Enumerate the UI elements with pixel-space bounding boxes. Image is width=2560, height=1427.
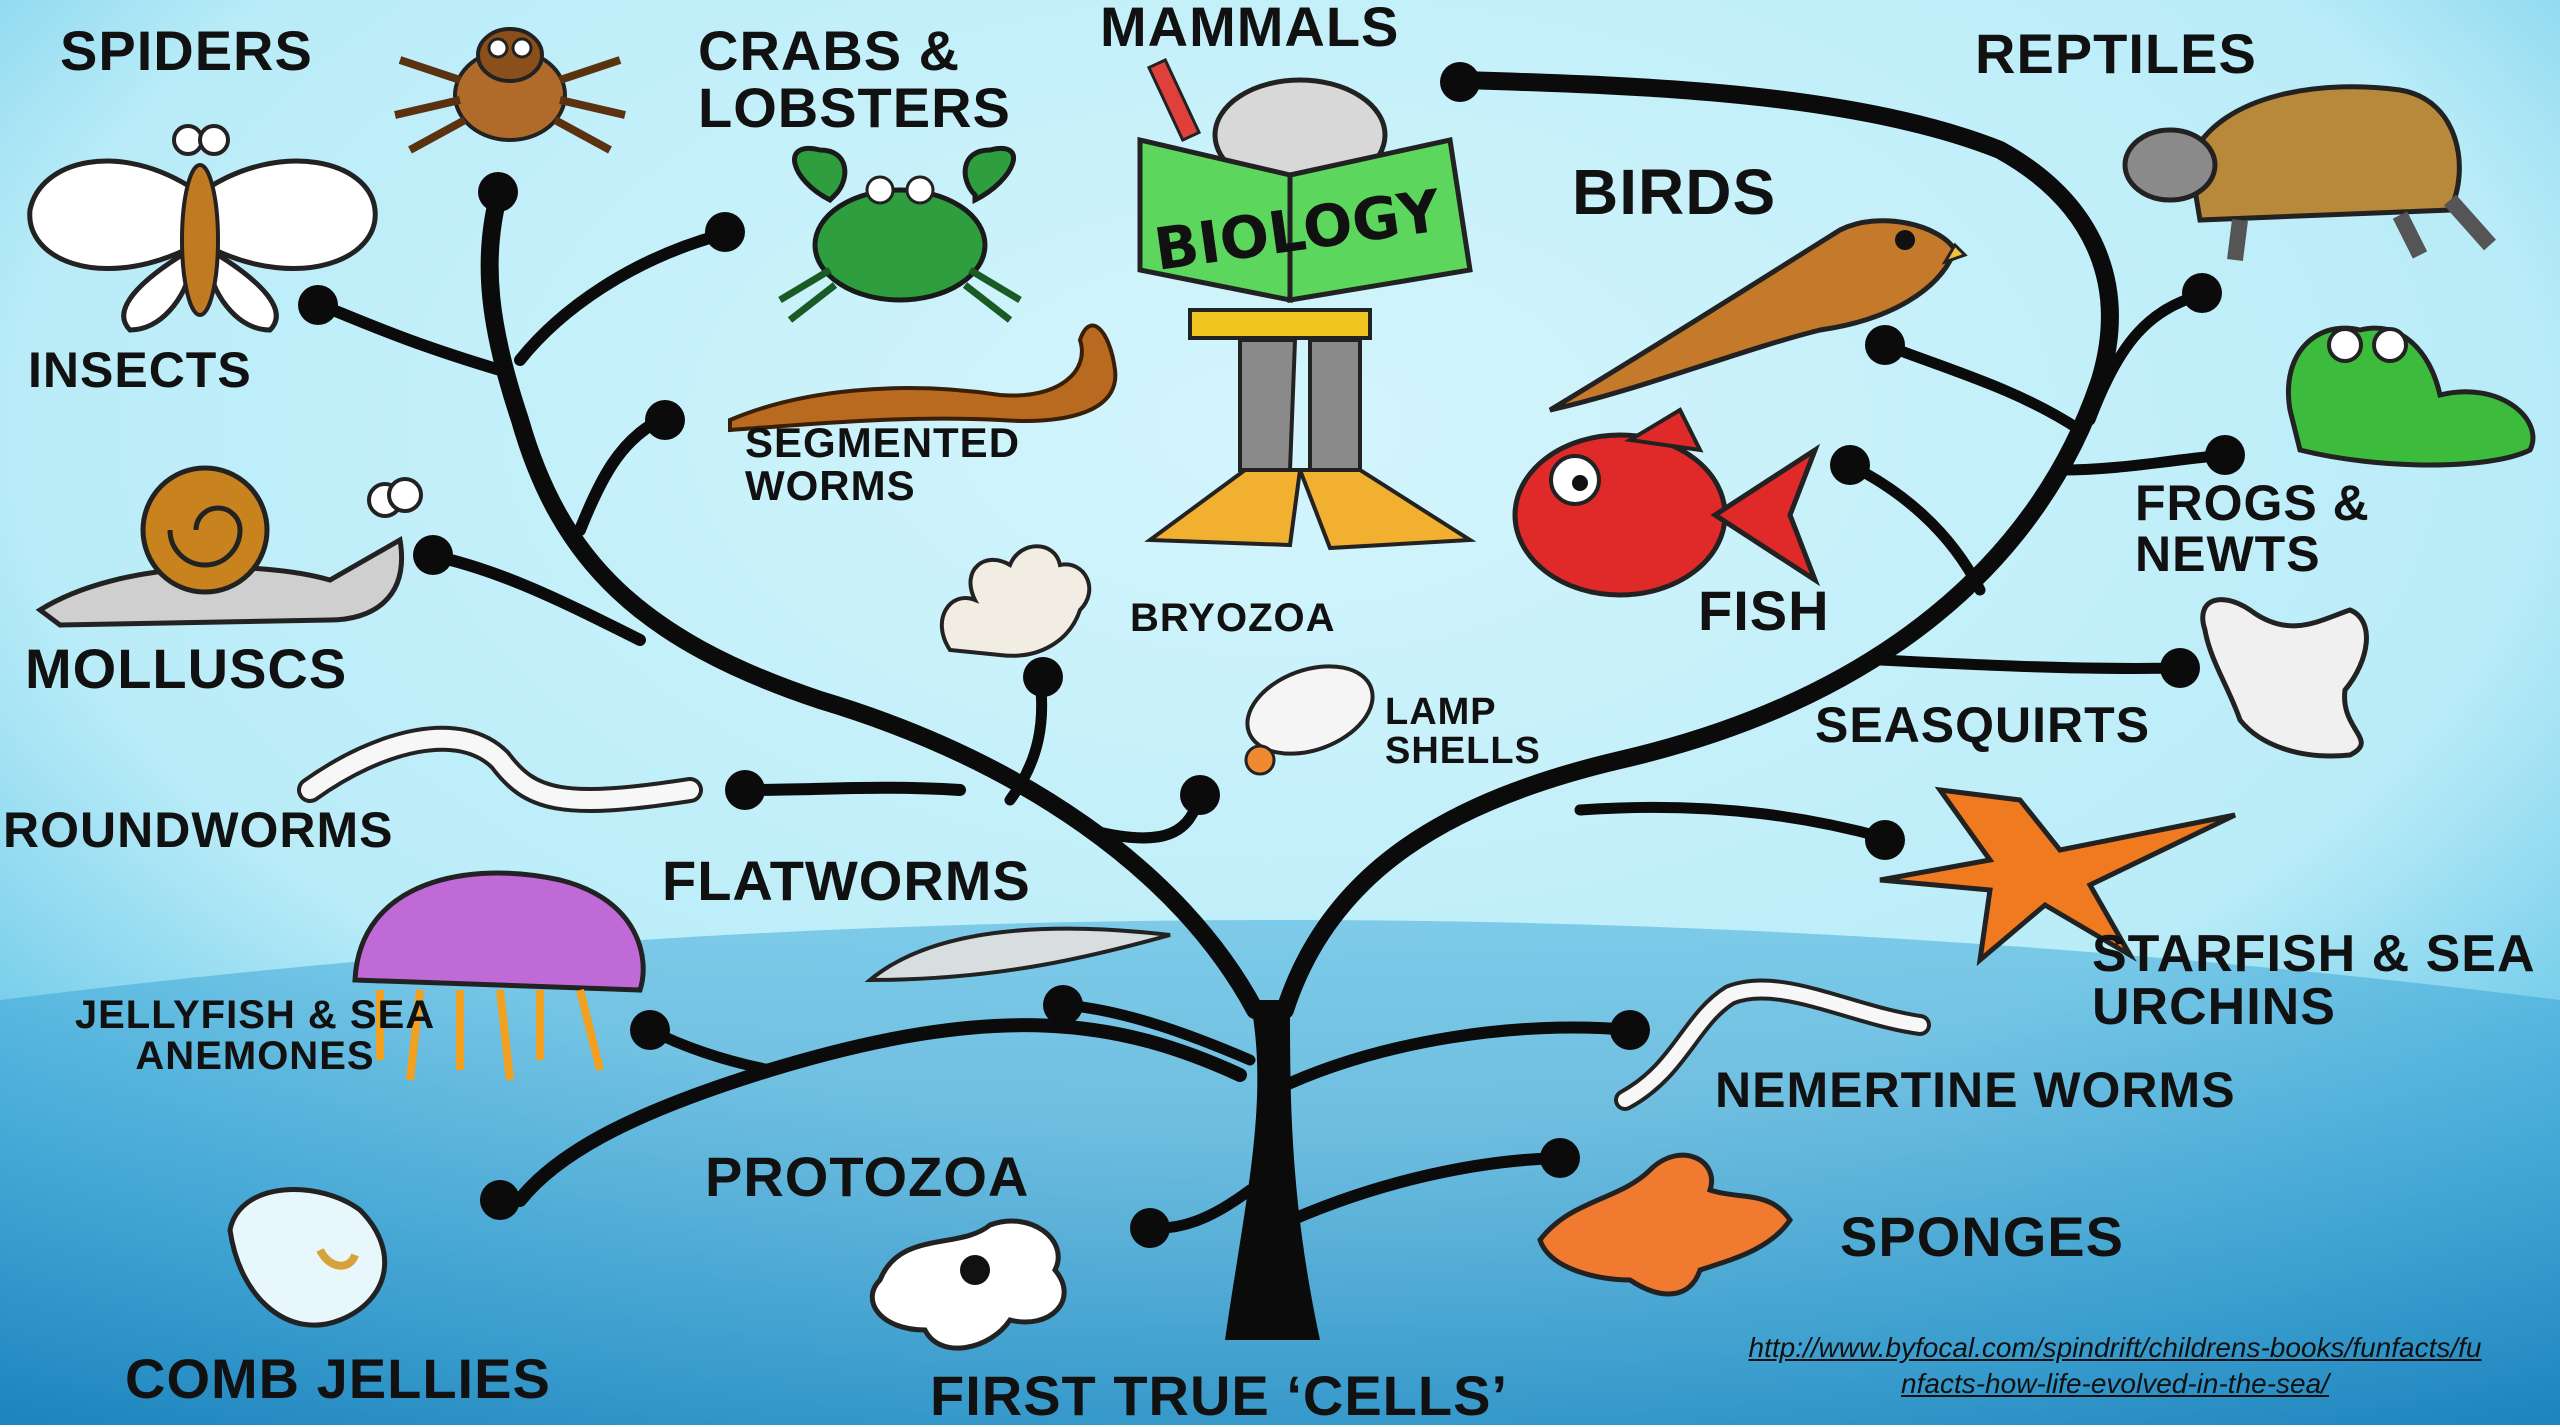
label-nemertine-worms: NEMERTINE WORMS <box>1715 1065 2236 1116</box>
node-insects <box>298 285 338 325</box>
node-fish <box>1830 445 1870 485</box>
label-flatworms: FLATWORMS <box>662 852 1031 909</box>
label-roundworms: ROUNDWORMS <box>3 805 394 856</box>
label-crabs-lobsters: CRABS & LOBSTERS <box>698 22 1118 136</box>
label-segmented-worms: SEGMENTED WORMS <box>745 422 1165 508</box>
node-mammals <box>1440 62 1480 102</box>
node-segmented-worms <box>645 400 685 440</box>
node-starfish <box>1865 820 1905 860</box>
node-protozoa <box>1130 1208 1170 1248</box>
node-flatworms <box>1043 985 1083 1025</box>
node-roundworms <box>725 770 765 810</box>
node-sponges <box>1540 1138 1580 1178</box>
node-seasquirts <box>2160 648 2200 688</box>
label-mammals: MAMMALS <box>1100 0 1399 55</box>
label-reptiles: REPTILES <box>1975 25 2257 82</box>
source-link[interactable]: http://www.byfocal.com/spindrift/childre… <box>1745 1330 2485 1403</box>
node-crabs <box>705 212 745 252</box>
label-bryozoa: BRYOZOA <box>1130 598 1336 639</box>
node-comb-jellies <box>480 1180 520 1220</box>
label-starfish-sea-urchins: STARFISH & SEA URCHINS <box>2092 928 2560 1034</box>
label-comb-jellies: COMB JELLIES <box>125 1350 551 1407</box>
label-frogs-newts: FROGS & NEWTS <box>2135 478 2435 580</box>
label-lamp-shells: LAMP SHELLS <box>1385 693 1605 771</box>
node-birds <box>1865 325 1905 365</box>
label-seasquirts: SEASQUIRTS <box>1815 700 2150 751</box>
label-molluscs: MOLLUSCS <box>25 640 347 697</box>
node-frogs <box>2205 435 2245 475</box>
label-jellyfish-sea-anemones: JELLYFISH & SEA ANEMONES <box>20 995 490 1077</box>
label-spiders: SPIDERS <box>60 22 313 79</box>
label-protozoa: PROTOZOA <box>705 1148 1029 1205</box>
label-insects: INSECTS <box>28 345 252 396</box>
label-first-true-cells: FIRST TRUE ‘CELLS’ <box>930 1367 1508 1424</box>
node-molluscs <box>413 535 453 575</box>
label-birds: BIRDS <box>1572 160 1776 225</box>
node-nemertine <box>1610 1010 1650 1050</box>
label-sponges: SPONGES <box>1840 1208 2124 1265</box>
node-reptiles <box>2182 273 2222 313</box>
node-lamp-shells <box>1180 775 1220 815</box>
node-spiders <box>478 172 518 212</box>
label-fish: FISH <box>1698 582 1830 639</box>
node-bryozoa <box>1023 657 1063 697</box>
node-jellyfish <box>630 1010 670 1050</box>
